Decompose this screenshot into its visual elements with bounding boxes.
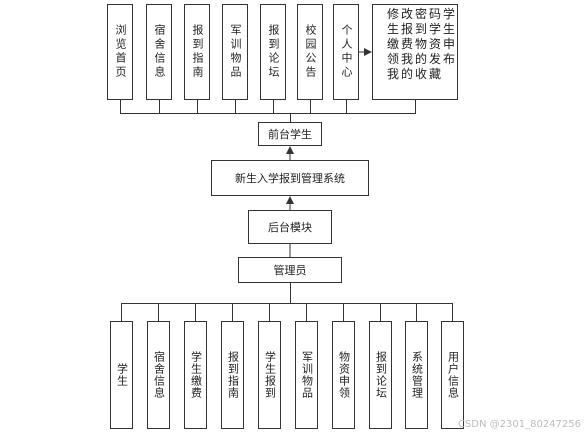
module-system-management: 系统管理	[405, 321, 428, 429]
connector	[235, 100, 236, 113]
module-student-payment: 学生缴费	[184, 321, 207, 429]
admin-box: 管理员	[238, 257, 342, 283]
connector	[416, 303, 417, 321]
module-personal-center: 个人中心	[333, 4, 359, 100]
connector	[158, 303, 159, 321]
connector	[121, 303, 122, 321]
module-report-forum-admin: 报到论坛	[369, 321, 392, 429]
module-report-guide-admin: 报到指南	[221, 321, 244, 429]
module-label: 宿舍信息	[152, 351, 166, 399]
module-label: 宿舍信息	[153, 24, 166, 80]
connector	[290, 113, 291, 122]
module-report-forum: 报到论坛	[260, 4, 286, 100]
module-label: 个人中心	[340, 24, 353, 80]
connector	[346, 100, 347, 113]
module-label: 学生报到	[263, 351, 277, 399]
module-label: 报到论坛	[267, 24, 280, 80]
connector	[273, 100, 274, 113]
module-browse-home: 浏览首页	[107, 4, 133, 100]
module-label: 军训物品	[300, 351, 314, 399]
connector	[269, 303, 270, 321]
module-label: 物资申领	[337, 351, 351, 399]
connector	[120, 113, 416, 114]
module-label: 用户信息	[446, 351, 460, 399]
connector	[195, 303, 196, 321]
watermark-text: CSDN @2301_80247256	[457, 419, 581, 430]
frontend-student-box: 前台学生	[258, 122, 322, 146]
module-label: 系统管理	[410, 351, 424, 399]
module-label: 报到论坛	[374, 351, 388, 399]
personal-center-functions-text: 修改密码学生报到学生缴费物资申领我的发布我的收藏	[387, 7, 458, 81]
connector	[120, 100, 121, 113]
connector	[310, 100, 311, 113]
module-dorm-info-admin: 宿舍信息	[147, 321, 170, 429]
module-supply-request: 物资申领	[332, 321, 355, 429]
module-label: 学生	[115, 363, 129, 387]
connector	[159, 100, 160, 113]
module-report-guide: 报到指南	[184, 4, 210, 100]
backend-module-box: 后台模块	[248, 210, 332, 244]
connector	[380, 303, 381, 321]
admin-label: 管理员	[273, 264, 307, 277]
module-military-items-admin: 军训物品	[295, 321, 318, 429]
module-label: 学生缴费	[189, 351, 203, 399]
module-military-items: 军训物品	[222, 4, 248, 100]
connector	[415, 100, 416, 113]
module-label: 报到指南	[191, 24, 204, 80]
module-campus-notice: 校园公告	[297, 4, 323, 100]
system-box: 新生入学报到管理系统	[211, 160, 369, 196]
module-label: 校园公告	[304, 24, 317, 80]
connector	[452, 303, 453, 321]
connector	[343, 303, 344, 321]
connector	[121, 303, 452, 304]
connector	[232, 303, 233, 321]
module-student: 学生	[110, 321, 133, 429]
module-label: 军训物品	[229, 24, 242, 80]
module-label: 浏览首页	[114, 24, 127, 80]
module-student-report: 学生报到	[258, 321, 281, 429]
system-label: 新生入学报到管理系统	[235, 172, 345, 185]
connector	[197, 100, 198, 113]
connector	[306, 303, 307, 321]
frontend-student-label: 前台学生	[268, 128, 312, 141]
backend-module-label: 后台模块	[268, 221, 312, 234]
module-label: 报到指南	[226, 351, 240, 399]
module-user-info: 用户信息	[441, 321, 464, 429]
personal-center-functions: 修改密码学生报到学生缴费物资申领我的发布我的收藏	[372, 4, 458, 100]
module-dorm-info: 宿舍信息	[146, 4, 172, 100]
connector	[290, 283, 291, 303]
